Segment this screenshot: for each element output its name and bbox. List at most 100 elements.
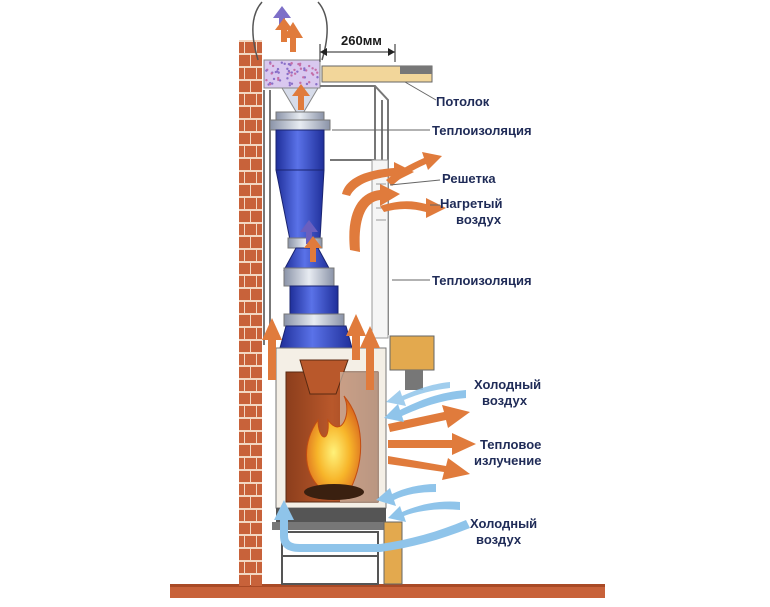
brick — [251, 445, 262, 456]
convection-arrows-hot — [262, 152, 446, 390]
flue-flow-arrows — [292, 84, 322, 262]
brick — [251, 315, 262, 326]
brick — [239, 575, 250, 586]
brick — [257, 458, 262, 469]
brick — [245, 562, 256, 573]
brick — [251, 81, 262, 92]
brick — [257, 302, 262, 313]
insulation-speck — [268, 83, 272, 86]
insulation-speck — [271, 82, 274, 85]
insulation-speck — [288, 81, 291, 85]
brick — [239, 224, 244, 235]
insulation-speck — [269, 62, 272, 65]
label-insulation-top: Теплоизоляция — [432, 123, 532, 138]
brick — [257, 536, 262, 547]
insulation-speck — [287, 69, 291, 73]
brick — [245, 484, 256, 495]
hearth-base — [272, 508, 403, 585]
brick — [239, 107, 250, 118]
insulation-speck — [302, 76, 305, 79]
brick — [245, 250, 256, 261]
radiation-arrows — [388, 405, 476, 480]
label-heated-air-line2: воздух — [456, 212, 502, 227]
brick — [245, 536, 256, 547]
insulation-speck — [299, 81, 302, 85]
brick — [245, 354, 256, 365]
brick — [245, 172, 256, 183]
cold-air-arrows — [274, 382, 470, 552]
insulation-speck — [297, 62, 300, 66]
brick — [239, 562, 244, 573]
brick — [239, 445, 250, 456]
outlet-arc-left — [252, 1, 263, 61]
brick — [239, 68, 244, 79]
insulation-speck — [303, 68, 306, 72]
insulation-speck — [278, 79, 282, 82]
brick — [257, 68, 262, 79]
brick — [245, 380, 256, 391]
insulation-speck — [307, 64, 311, 68]
insulation-speck — [311, 67, 314, 70]
brick — [257, 276, 262, 287]
label-heated-air-line1: Нагретый — [440, 196, 503, 211]
brick — [257, 484, 262, 495]
brick — [239, 523, 250, 534]
dimension-label: 260мм — [341, 33, 382, 48]
insulation-speck — [293, 68, 296, 72]
insulation-speck — [299, 67, 303, 70]
brick — [245, 120, 256, 131]
brick — [251, 549, 262, 560]
brick — [251, 133, 262, 144]
brick — [257, 42, 262, 53]
brick — [251, 211, 262, 222]
brick — [245, 432, 256, 443]
mantel-block — [389, 335, 435, 371]
brick — [257, 250, 262, 261]
brick — [239, 250, 244, 261]
label-cold-air-top-line1: Холодный — [474, 377, 541, 392]
insulation-speck — [311, 73, 315, 76]
brick — [239, 263, 250, 274]
brick — [257, 224, 262, 235]
brick — [245, 276, 256, 287]
brick — [239, 276, 244, 287]
label-radiation-line1: Тепловое — [480, 437, 541, 452]
insulation-speck — [265, 78, 268, 82]
brick — [239, 146, 244, 157]
label-cold-air-bottom-line2: воздух — [476, 532, 522, 547]
insulation-speck — [286, 72, 289, 76]
label-grille: Решетка — [442, 171, 496, 186]
insulation-speck — [296, 70, 299, 73]
insulation-speck — [288, 84, 292, 87]
brick — [239, 133, 250, 144]
insulation-speck — [316, 76, 319, 79]
insulation-speck — [272, 77, 276, 81]
insulation-speck — [265, 69, 268, 72]
brick — [239, 458, 244, 469]
brick — [251, 341, 262, 352]
brick — [251, 471, 262, 482]
brick — [239, 432, 244, 443]
brick — [251, 55, 262, 66]
brick — [251, 185, 262, 196]
insulation-speck — [305, 82, 309, 86]
brick — [239, 237, 250, 248]
label-ceiling: Потолок — [436, 94, 490, 109]
brick — [257, 406, 262, 417]
brick — [239, 172, 244, 183]
dimension-line — [319, 44, 396, 62]
brick — [245, 68, 256, 79]
brick — [245, 328, 256, 339]
brick — [257, 198, 262, 209]
brick — [257, 354, 262, 365]
brick — [239, 406, 244, 417]
label-insulation-mid: Теплоизоляция — [432, 273, 532, 288]
brick — [245, 458, 256, 469]
brick — [257, 94, 262, 105]
insulation-speck — [275, 70, 279, 73]
brick — [239, 367, 250, 378]
brick — [251, 523, 262, 534]
insulation-speck — [280, 61, 284, 64]
brick — [239, 341, 250, 352]
